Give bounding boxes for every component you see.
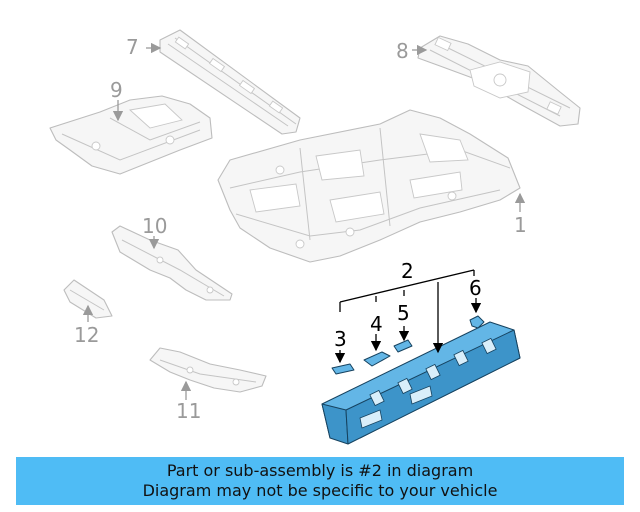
banner-line-2: Diagram may not be specific to your vehi… [142, 481, 498, 500]
callout-4: 4 [370, 312, 383, 336]
part-7-rail [159, 29, 301, 135]
callout-3: 3 [334, 327, 347, 351]
callout-7: 7 [126, 35, 139, 59]
parts-diagram: 7 8 9 1 10 12 11 2 3 4 5 6 [49, 29, 581, 445]
callout-10: 10 [142, 214, 167, 238]
callout-2: 2 [401, 259, 414, 283]
info-banner: Part or sub-assembly is #2 in diagram Di… [16, 457, 624, 505]
part-1-floor-pan [217, 109, 521, 263]
callout-9: 9 [110, 78, 123, 102]
part-11-reinforcement [149, 347, 267, 393]
callout-6: 6 [469, 276, 482, 300]
part-9-floor-section [49, 95, 213, 175]
callout-1: 1 [514, 213, 527, 237]
part-10-panel [111, 225, 233, 301]
callout-11: 11 [176, 399, 201, 423]
part-3-bracket [331, 363, 355, 375]
banner-line-1: Part or sub-assembly is #2 in diagram [166, 461, 474, 480]
black-leaders [334, 269, 482, 364]
part-2-highlighted-sill [321, 321, 521, 445]
gray-leaders [82, 42, 526, 400]
part-8-rail [417, 35, 581, 127]
part-4-bracket [363, 351, 391, 367]
callout-8: 8 [396, 39, 409, 63]
part-6-clip [469, 315, 485, 329]
part-5-bracket [393, 339, 413, 353]
part-12-bracket [63, 279, 113, 319]
callout-5: 5 [397, 301, 410, 325]
callout-12: 12 [74, 323, 99, 347]
